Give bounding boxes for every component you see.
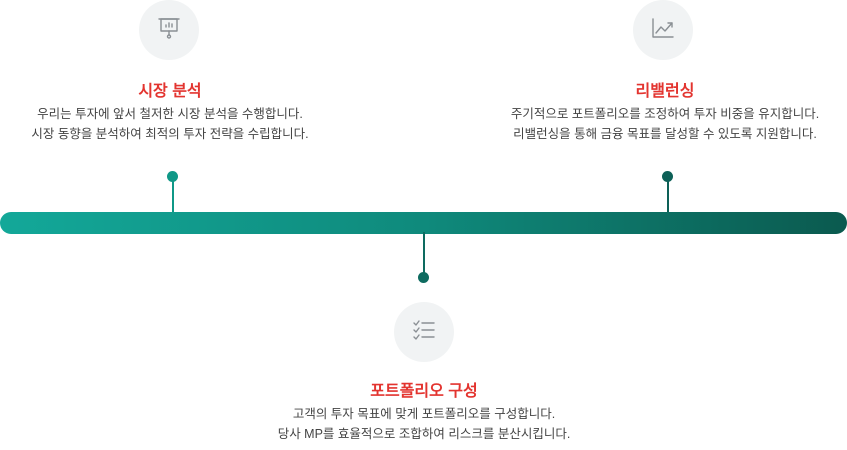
step1-connector-line bbox=[172, 176, 174, 214]
step2-description-line2: 당사 MP를 효율적으로 조합하여 리스크를 분산시킵니다. bbox=[277, 427, 571, 441]
step1-icon-circle bbox=[139, 0, 199, 60]
presentation-board-icon bbox=[155, 14, 183, 47]
trend-line-icon bbox=[649, 14, 677, 47]
step1-description-line2: 시장 동향을 분석하여 최적의 투자 전략을 수립합니다. bbox=[31, 127, 309, 141]
timeline-bar bbox=[0, 212, 847, 234]
step2-description: 고객의 투자 목표에 맞게 포트폴리오를 구성합니다. 당사 MP를 효율적으로… bbox=[254, 404, 594, 444]
step1-description: 우리는 투자에 앞서 철저한 시장 분석을 수행합니다. 시장 동향을 분석하여… bbox=[0, 104, 340, 144]
step3-title: 리밸런싱 bbox=[635, 83, 695, 100]
step3-description-line2: 리밸런싱을 통해 금융 목표를 달성할 수 있도록 지원합니다. bbox=[513, 127, 817, 141]
step2-description-line1: 고객의 투자 목표에 맞게 포트폴리오를 구성합니다. bbox=[292, 407, 556, 421]
step3-description-line1: 주기적으로 포트폴리오를 조정하여 투자 비중을 유지합니다. bbox=[510, 107, 820, 121]
step3-icon-circle bbox=[633, 0, 693, 60]
step1-title: 시장 분석 bbox=[138, 83, 202, 100]
step2-connector-line bbox=[423, 232, 425, 276]
step2-title: 포트폴리오 구성 bbox=[370, 383, 478, 400]
step2-icon-circle bbox=[394, 302, 454, 362]
step1-description-line1: 우리는 투자에 앞서 철저한 시장 분석을 수행합니다. bbox=[37, 107, 303, 121]
step3-connector-line bbox=[667, 176, 669, 214]
checklist-icon bbox=[410, 316, 438, 349]
step2-connector-dot bbox=[418, 272, 429, 283]
step3-description: 주기적으로 포트폴리오를 조정하여 투자 비중을 유지합니다. 리밸런싱을 통해… bbox=[495, 104, 835, 144]
